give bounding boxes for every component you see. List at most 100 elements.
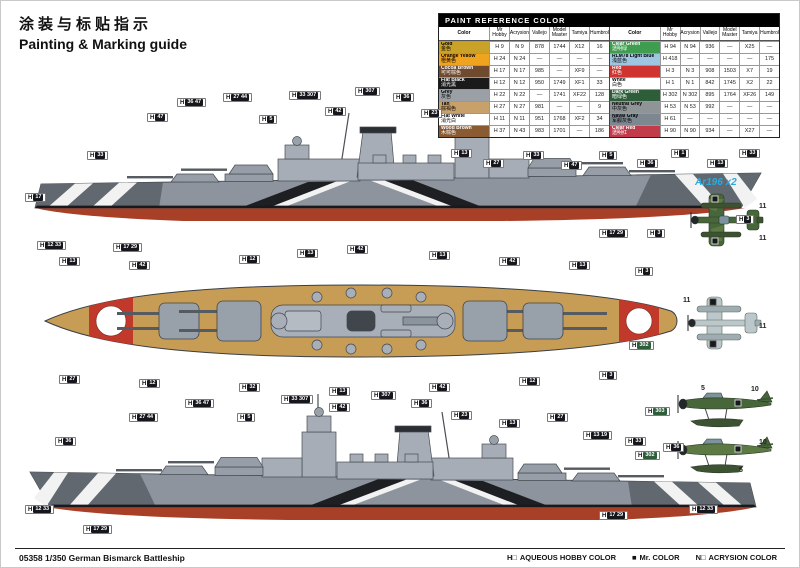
paint-table-row: Flat White 消光白 H 11 N 11 951 1768 XF2 34 — [439, 112, 609, 125]
callout-number: 47 — [569, 162, 580, 169]
mr-hobby-code: H 3 — [659, 65, 680, 77]
model-master-code: — — [719, 41, 739, 53]
acrysion-code: N 22 — [509, 89, 529, 101]
column-header: Vallejo — [699, 27, 720, 40]
callout-number: 13 19 — [591, 432, 610, 439]
color-name-cn: 白色 — [612, 82, 623, 88]
color-swatch: Naval Gray 军舰灰色 — [610, 113, 660, 125]
paint-table-row: Grey 灰色 H 22 N 22 — 1741 XF22 128 — [439, 88, 609, 101]
callout-prefix: H — [350, 246, 355, 253]
callout-prefix: H — [40, 242, 45, 249]
callout-prefix: H — [188, 400, 193, 407]
legend-label: ACRYSION COLOR — [708, 553, 777, 562]
callout-prefix: H — [300, 250, 305, 257]
mr-hobby-code: H 17 — [489, 65, 509, 77]
vallejo-code: 908 — [699, 65, 719, 77]
model-master-code: 1768 — [549, 113, 569, 125]
callout-number: 12 33 — [697, 506, 716, 513]
callout-prefix: H — [142, 380, 147, 387]
callout-number: 42 — [333, 108, 344, 115]
tamiya-code: XF26 — [739, 89, 759, 101]
tamiya-code: — — [569, 101, 589, 113]
callout-number: 12 — [147, 380, 158, 387]
vallejo-code: 842 — [699, 77, 719, 89]
callout-prefix: H — [150, 114, 155, 121]
acrysion-code: N 17 — [509, 65, 529, 77]
callout-prefix: H — [648, 408, 653, 415]
callout-number: 42 — [137, 262, 148, 269]
mr-hobby-code: H 94 — [659, 41, 680, 53]
color-swatch: Red 红色 — [610, 65, 660, 77]
humbrol-code: 128 — [589, 89, 609, 101]
callout-number: 12 — [247, 256, 258, 263]
humbrol-code: 22 — [759, 77, 779, 89]
callout-prefix: H — [180, 99, 185, 106]
callout-number: 42 — [337, 404, 348, 411]
tamiya-code: — — [569, 125, 589, 137]
mr-hobby-code: H 61 — [659, 113, 680, 125]
model-master-code: — — [719, 125, 739, 137]
humbrol-code: — — [759, 101, 779, 113]
part-number-label: 11 — [759, 203, 767, 210]
callout-number: 27 — [555, 414, 566, 421]
mr-hobby-code: H 302 — [659, 89, 680, 101]
legend-code: H□ — [506, 553, 517, 562]
mr-hobby-code: H 1 — [659, 77, 680, 89]
callout-number: 33 — [747, 150, 758, 157]
callout-prefix: H — [638, 452, 643, 459]
callout-prefix: H — [692, 506, 697, 513]
callout-number: 27 — [491, 160, 502, 167]
color-swatch: RLM78 Light Blue 浅蓝色 — [610, 53, 660, 65]
color-name: Neutral Grey — [612, 101, 643, 107]
tamiya-code: X25 — [739, 41, 759, 53]
model-master-code: 1745 — [719, 77, 739, 89]
callout-prefix: H — [58, 438, 63, 445]
callout-number: 33 307 — [297, 92, 319, 99]
callout-number: 27 — [67, 376, 78, 383]
model-master-code: — — [549, 65, 569, 77]
acrysion-code: N 302 — [679, 89, 700, 101]
acrysion-code: — — [679, 53, 700, 65]
kit-info: 05358 1/350 German Bismarck Battleship — [19, 553, 185, 563]
color-name-cn: 棕褐色 — [441, 106, 457, 112]
vallejo-code: — — [699, 113, 719, 125]
callout-prefix: H — [502, 258, 507, 265]
color-swatch: Flat Black 消光黑 — [439, 77, 489, 89]
model-master-code: — — [719, 113, 739, 125]
color-swatch: Gold 金色 — [439, 41, 489, 53]
callout-number: 32 — [247, 384, 258, 391]
callout-prefix: H — [262, 116, 267, 123]
column-header: Model Master — [719, 27, 739, 40]
callout-number: 3 — [744, 216, 752, 223]
column-header: Humbrol — [759, 27, 779, 40]
column-header: Acrysion — [679, 27, 700, 40]
color-name: Clear Green — [612, 41, 641, 47]
color-swatch: Neutral Grey 中灰色 — [610, 101, 660, 113]
callout-prefix: H — [602, 230, 607, 237]
callout-prefix: H — [572, 262, 577, 269]
callout-prefix: H — [602, 152, 607, 159]
humbrol-code: — — [759, 125, 779, 137]
column-header: Vallejo — [529, 27, 549, 40]
callout-prefix: H — [710, 160, 715, 167]
tamiya-code: X7 — [739, 65, 759, 77]
tamiya-code: — — [569, 53, 589, 65]
callout-number: 42 — [507, 258, 518, 265]
